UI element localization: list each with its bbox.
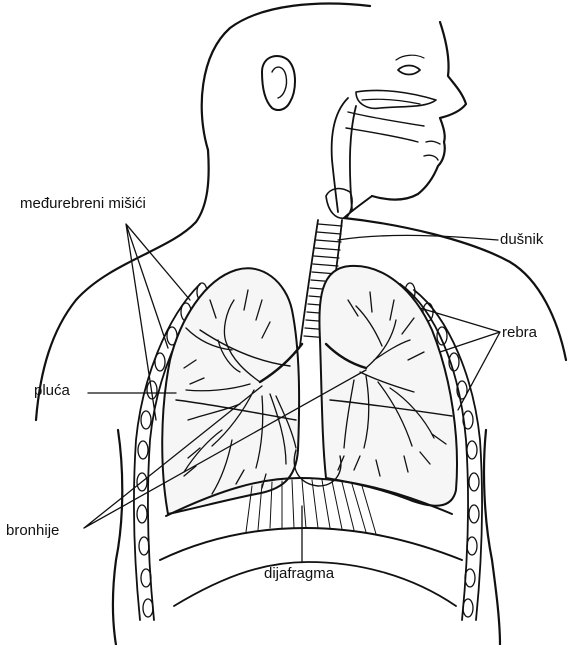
label-bronchi: bronhije: [6, 523, 59, 538]
ear-icon: [262, 56, 295, 110]
body-outline: [36, 4, 566, 645]
label-diaphragm: dijafragma: [264, 566, 334, 581]
label-intercostal-muscles: međurebreni mišići: [20, 196, 146, 211]
label-trachea: dušnik: [500, 232, 543, 247]
label-ribs: rebra: [502, 325, 537, 340]
face-details: [396, 55, 440, 160]
label-lungs: pluća: [34, 383, 70, 398]
